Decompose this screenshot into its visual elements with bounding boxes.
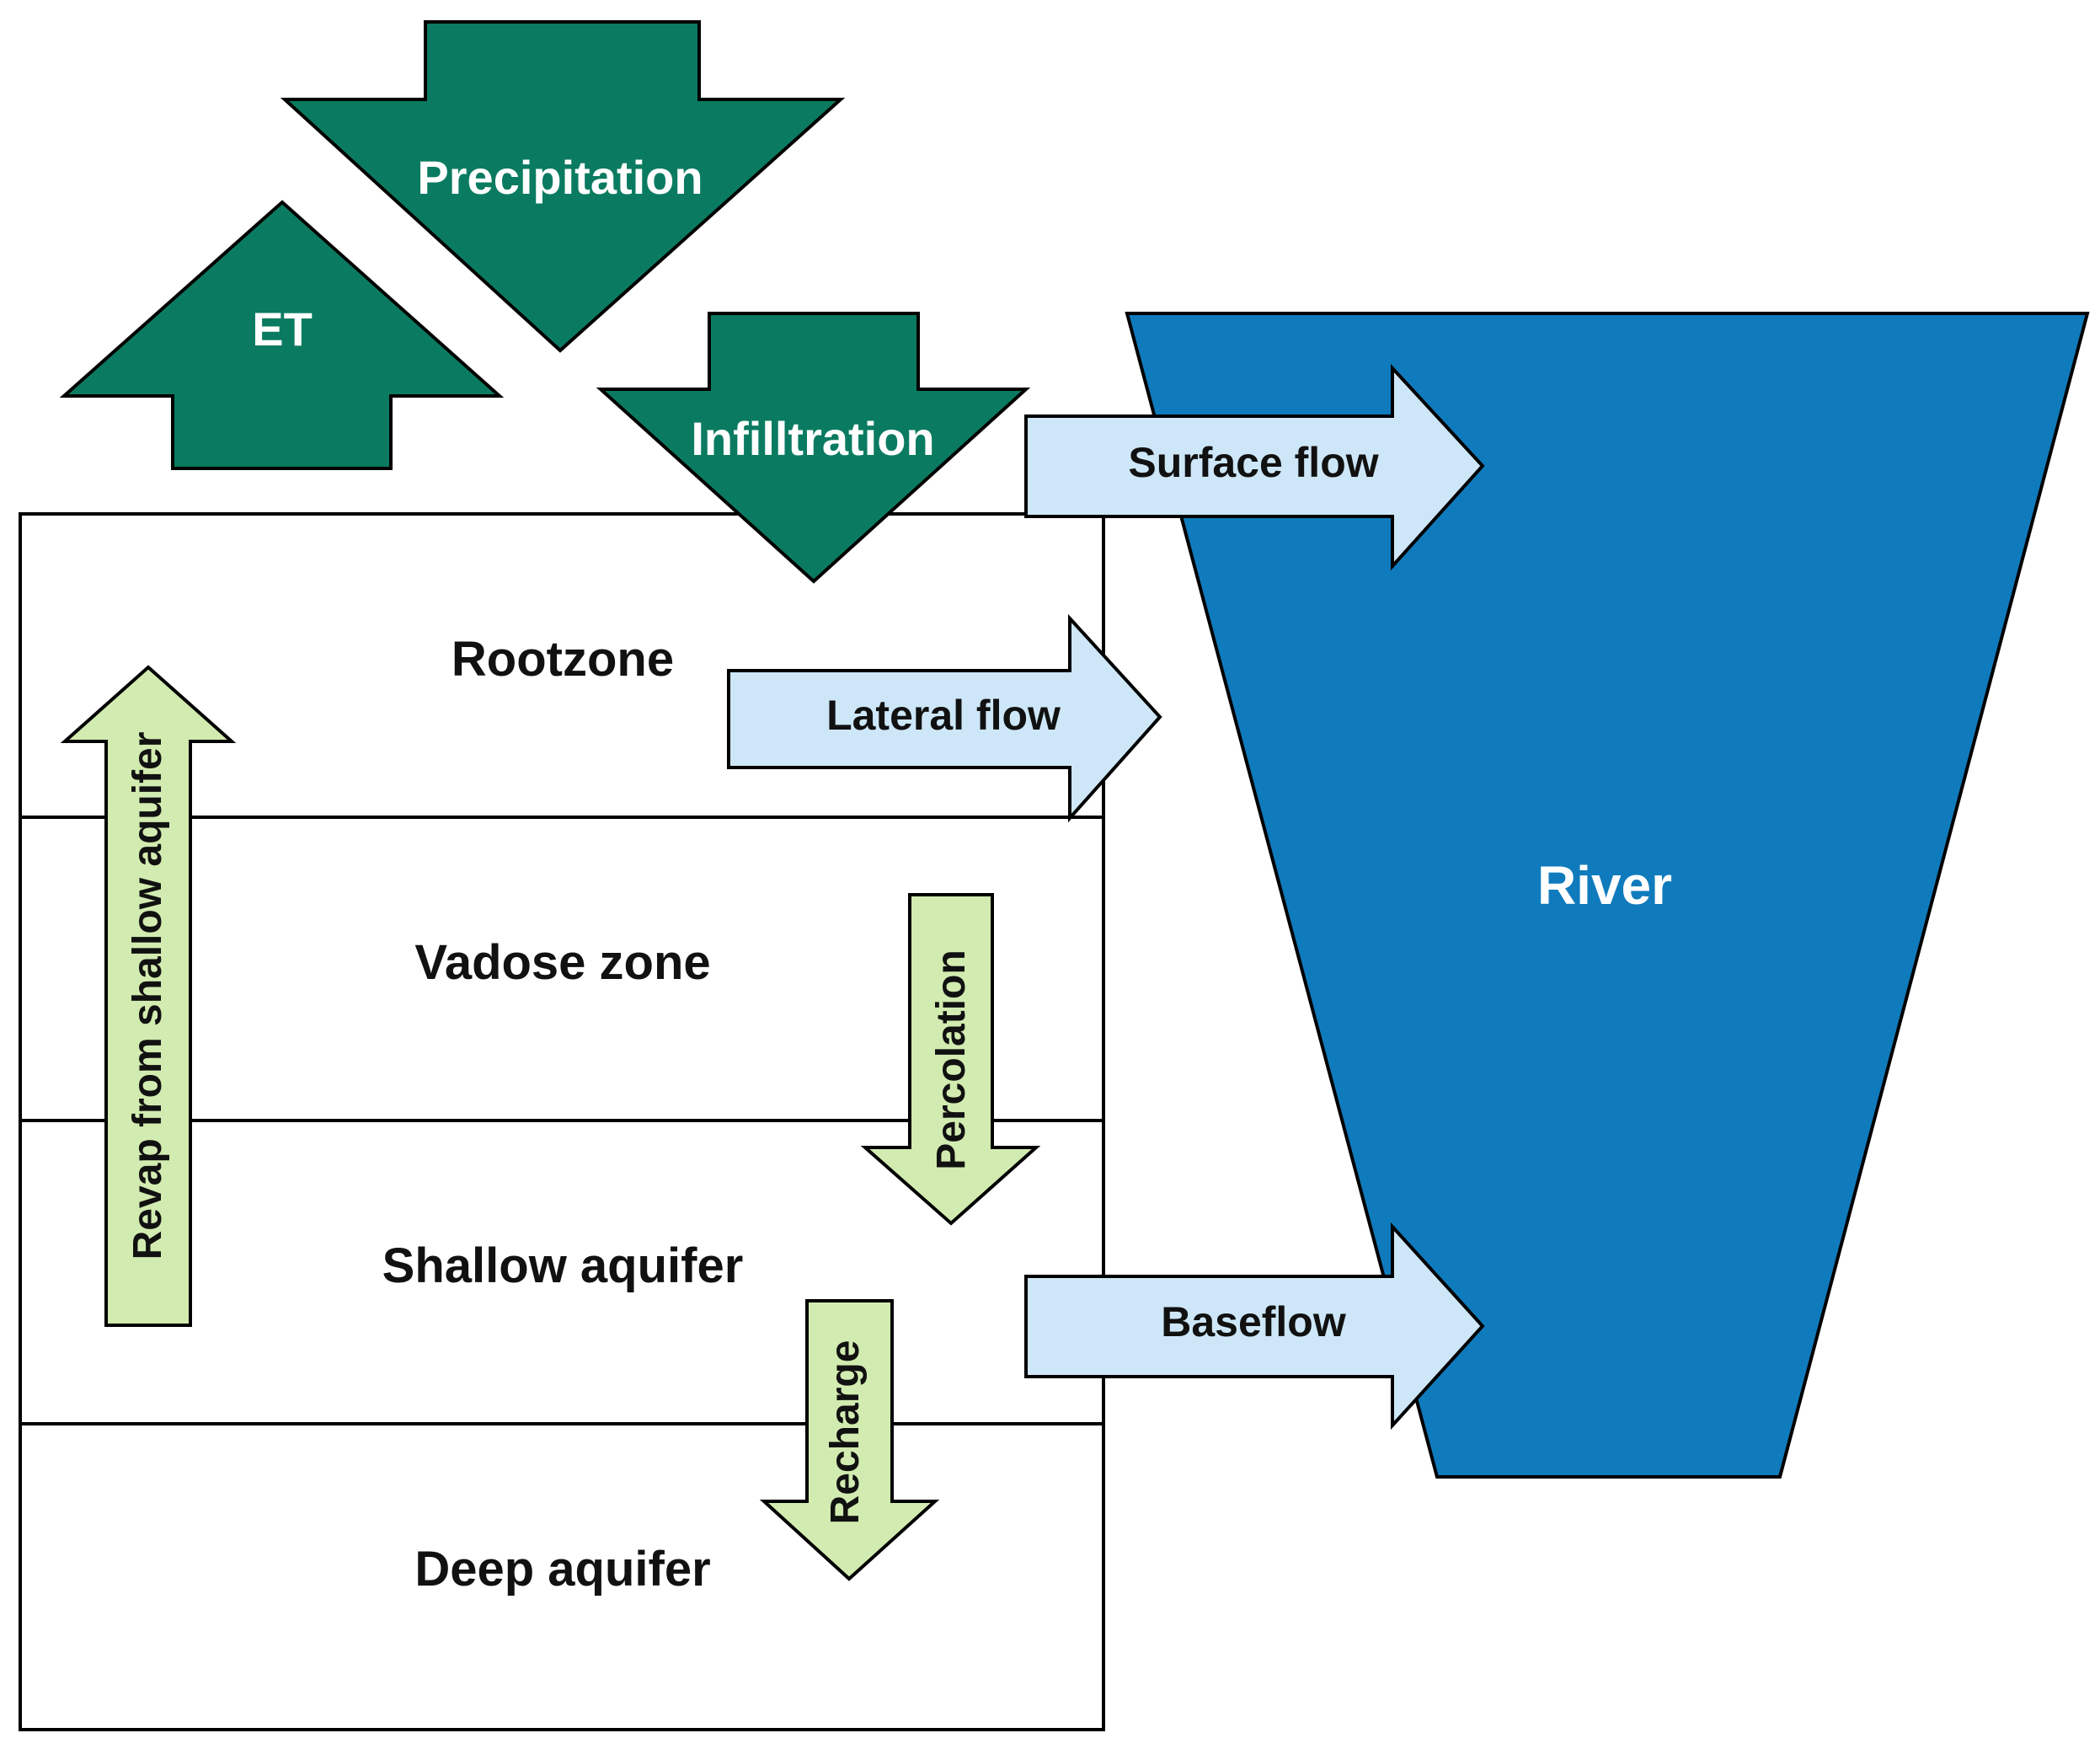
river-shape	[1125, 312, 2090, 1479]
river-label: River	[1537, 855, 1672, 916]
recharge-arrow	[759, 1299, 940, 1581]
baseflow-label: Baseflow	[1161, 1298, 1346, 1345]
et-label: ET	[252, 302, 313, 356]
surface-flow-arrow	[1024, 363, 1485, 571]
lateral-flow-label: Lateral flow	[826, 692, 1061, 739]
infiltration-arrow	[596, 312, 1031, 584]
deep-aquifer-label: Deep aquifer	[414, 1542, 710, 1597]
infiltration-label: Infilltration	[691, 412, 934, 465]
surface-flow-label: Surface flow	[1128, 439, 1378, 486]
shallow-aquifer-label: Shallow aquifer	[382, 1238, 744, 1293]
et-arrow	[59, 200, 505, 470]
lateral-flow-arrow	[727, 613, 1162, 823]
precipitation-label: Precipitation	[417, 151, 703, 204]
rootzone-label: Rootzone	[452, 632, 674, 687]
revap-arrow	[60, 665, 237, 1327]
revap-label: Revap from shallow aquifer	[126, 732, 170, 1260]
percolation-arrow	[860, 893, 1041, 1226]
vadose-zone-label: Vadose zone	[414, 935, 710, 990]
precipitation-arrow	[280, 20, 846, 353]
percolation-label: Percolation	[929, 949, 974, 1169]
baseflow-arrow	[1024, 1222, 1485, 1431]
recharge-label: Recharge	[823, 1340, 868, 1525]
